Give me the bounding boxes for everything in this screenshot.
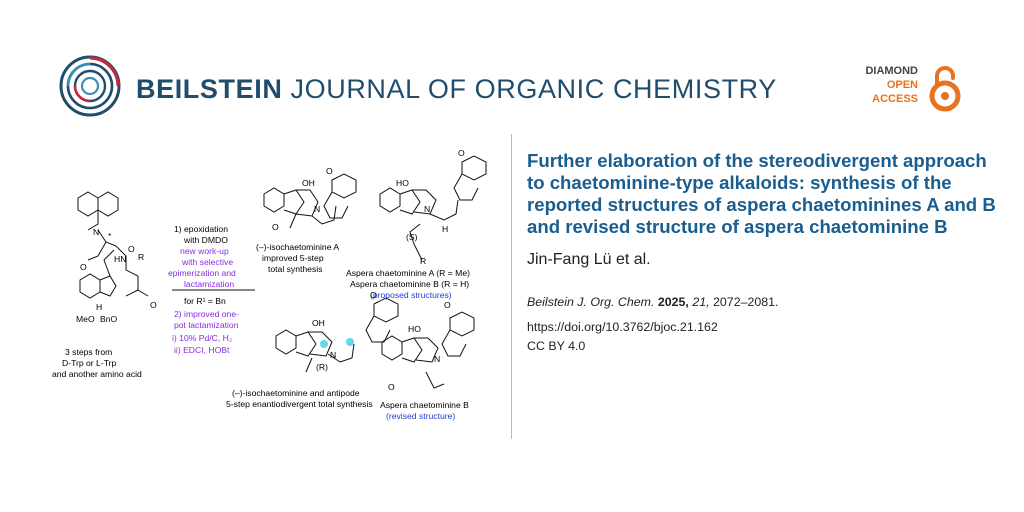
start-caption-2: D-Trp or L-Trp <box>62 358 116 368</box>
p2-s: (S) <box>406 232 418 242</box>
label-start-o2: O <box>128 244 135 254</box>
badge-diamond: DIAMOND <box>865 65 918 77</box>
doi-link[interactable]: https://doi.org/10.3762/bjoc.21.162 <box>527 320 718 334</box>
citation-year: 2025, <box>657 295 689 309</box>
product1-line3: total synthesis <box>268 264 322 274</box>
product3-line2: 5-step enantiodivergent total synthesis <box>226 399 373 409</box>
product2-line2: Aspera chaetominine B (R = H) <box>350 279 469 289</box>
p1-n: N <box>314 204 320 214</box>
start-caption-3: and another amino acid <box>52 369 142 379</box>
cond-new-1: new work-up <box>180 246 229 256</box>
product4-name: Aspera chaetominine B <box>380 400 469 410</box>
journal-title: BEILSTEIN JOURNAL OF ORGANIC CHEMISTRY <box>136 74 777 105</box>
stereocenter-highlight-2 <box>346 338 354 346</box>
stereocenter-highlight-1 <box>320 340 328 348</box>
license-text: CC BY 4.0 <box>527 339 586 353</box>
p3-oh: OH <box>312 318 325 328</box>
p4-n: N <box>434 354 440 364</box>
cond-top-2: with DMDO <box>183 235 228 245</box>
p3-rr: (R) <box>316 362 328 372</box>
label-start-star: * <box>108 231 112 241</box>
product1-line1: (–)-isochaetominine A <box>256 242 339 252</box>
cond-top-1: 1) epoxidation <box>174 224 228 234</box>
p2-h: H <box>442 224 448 234</box>
diamond-open-access-badge: DIAMOND OPEN ACCESS <box>854 64 964 124</box>
article-citation: Beilstein J. Org. Chem. 2025, 21, 2072–2… <box>527 295 997 309</box>
article-info: Further elaboration of the stereodiverge… <box>527 150 997 353</box>
label-start-o3: O <box>150 300 157 310</box>
beilstein-logo-icon <box>59 55 121 117</box>
journal-header: BEILSTEIN JOURNAL OF ORGANIC CHEMISTRY D… <box>58 54 978 124</box>
cond-new-3: epimerization and <box>168 268 236 278</box>
p4-ho: HO <box>408 324 421 334</box>
p2-r: R <box>420 256 426 266</box>
start-caption-1: 3 steps from <box>65 347 112 357</box>
cond-new-2: with selective <box>181 257 233 267</box>
cond-r1: for R¹ = Bn <box>184 296 226 306</box>
article-authors: Jin-Fang Lü et al. <box>527 251 651 268</box>
citation-journal: Beilstein J. Org. Chem. <box>527 295 655 309</box>
cond-new-4: lactamization <box>184 279 234 289</box>
cond-bottom-2: ii) EDCI, HOBt <box>174 345 230 355</box>
label-start-bno: BnO <box>100 314 118 324</box>
label-start-n: N <box>93 227 99 237</box>
citation-pages: 2072–2081. <box>713 295 779 309</box>
label-start-r: R <box>138 252 144 262</box>
p2-n: N <box>424 204 430 214</box>
journal-title-rest: JOURNAL OF ORGANIC CHEMISTRY <box>290 74 777 104</box>
badge-open: OPEN <box>886 79 918 91</box>
p4-o2: O <box>388 382 395 392</box>
cond-mid-2: pot lactamization <box>174 320 239 330</box>
product4-note: (revised structure) <box>386 411 455 421</box>
badge-access: ACCESS <box>872 93 918 105</box>
product3-line1: (–)-isochaetominine and antipode <box>232 388 360 398</box>
article-title: Further elaboration of the stereodiverge… <box>527 150 996 237</box>
label-start-h: H <box>96 302 102 312</box>
label-start-o1: O <box>80 262 87 272</box>
product2-line1: Aspera chaetominine A (R = Me) <box>346 268 470 278</box>
graphical-abstract-scheme: O N * O HN R H MeO BnO O 3 steps from D-… <box>52 148 487 421</box>
p3-n: N <box>330 350 336 360</box>
product2-note: (proposed structures) <box>370 290 452 300</box>
p4-o: O <box>444 300 451 310</box>
p1-o: O <box>326 166 333 176</box>
citation-volume: 21, <box>692 295 710 309</box>
open-access-lock-icon <box>929 66 961 112</box>
cond-bottom-1: i) 10% Pd/C, H₂ <box>172 333 232 343</box>
vertical-divider <box>511 134 512 439</box>
p1-o2: O <box>272 222 279 232</box>
label-start-meo: MeO <box>76 314 95 324</box>
p2-ho: HO <box>396 178 409 188</box>
p2-o: O <box>458 148 465 158</box>
label-start-hn: HN <box>114 254 126 264</box>
p1-oh: OH <box>302 178 315 188</box>
cond-mid-1: 2) improved one- <box>174 309 239 319</box>
journal-title-bold: BEILSTEIN <box>136 74 283 104</box>
product1-line2: improved 5-step <box>262 253 324 263</box>
p3-o: O <box>370 290 377 300</box>
